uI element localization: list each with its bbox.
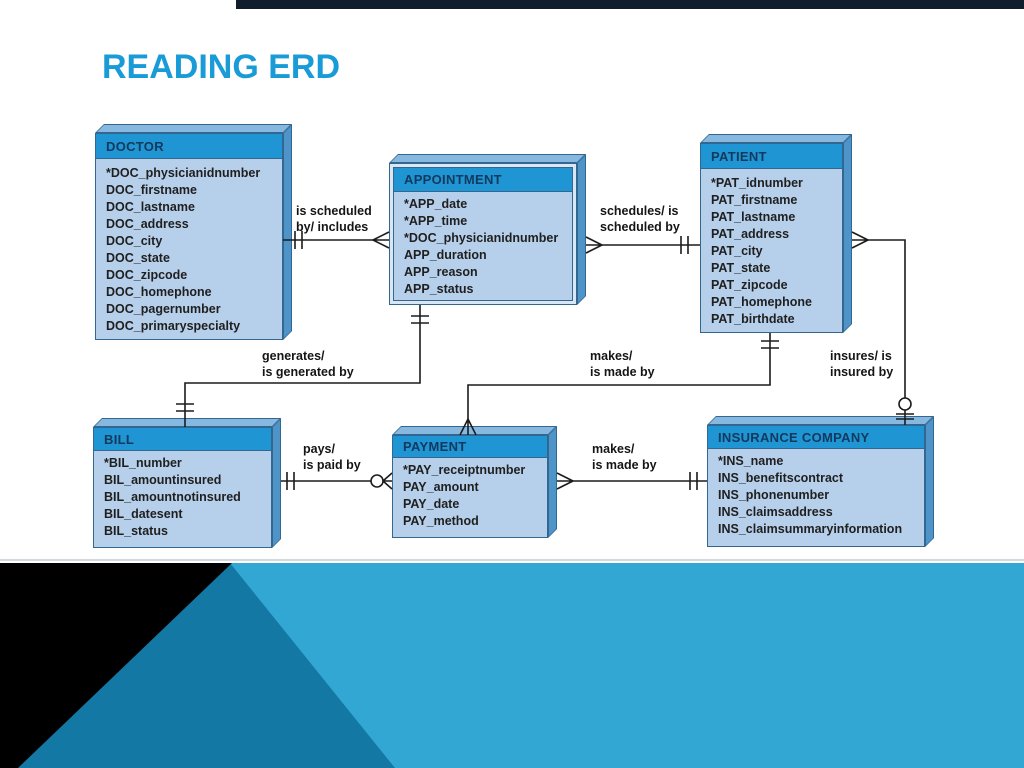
attribute: *DOC_physicianidnumber: [404, 231, 559, 245]
attribute: *INS_name: [718, 454, 784, 468]
box-3d-top: [707, 416, 934, 425]
relationship-label-appointment-bill: generates/ is generated by: [262, 349, 354, 379]
attribute: PAT_homephone: [711, 295, 812, 309]
entity-header: PAYMENT: [393, 436, 547, 458]
attribute: DOC_homephone: [106, 285, 212, 299]
crows-foot-icon: [372, 231, 390, 249]
attribute: BIL_amountinsured: [104, 473, 222, 487]
mandatory-one-icon: [689, 472, 698, 490]
attribute: BIL_datesent: [104, 507, 183, 521]
attribute: BIL_status: [104, 524, 168, 538]
attribute: DOC_firstname: [106, 183, 197, 197]
attribute: DOC_city: [106, 234, 163, 248]
attribute-list: *APP_date *APP_time *DOC_physicianidnumber…: [394, 192, 572, 298]
box-3d-top: [392, 426, 557, 435]
relationship-label-appointment-patient: schedules/ is scheduled by: [600, 204, 680, 234]
attribute: PAY_date: [403, 497, 460, 511]
page-title: READING ERD: [102, 48, 341, 86]
entity-header: APPOINTMENT: [394, 168, 572, 192]
mandatory-one-icon: [411, 315, 429, 324]
separator-line: [0, 559, 1024, 561]
entity-header: INSURANCE COMPANY: [708, 426, 924, 449]
top-accent-bar: [236, 0, 1024, 9]
entity-header: DOCTOR: [96, 134, 282, 159]
attribute: PAT_zipcode: [711, 278, 788, 292]
relationship-label-doctor-appointment: is scheduled by/ includes: [296, 204, 372, 234]
box-3d-right: [272, 418, 281, 548]
entity-appointment: APPOINTMENT *APP_date *APP_time *DOC_physi…: [389, 154, 586, 305]
box-3d-right: [577, 154, 586, 305]
crows-foot-icon: [851, 231, 869, 249]
box-3d-top: [95, 124, 292, 133]
box-3d-right: [925, 416, 934, 547]
box-3d-top: [700, 134, 852, 143]
attribute: APP_reason: [404, 265, 478, 279]
black-triangle: [0, 563, 232, 768]
optional-many-icon: [370, 472, 393, 490]
relationship-label-patient-insurance: insures/ is insured by: [830, 349, 894, 379]
attribute: PAT_lastname: [711, 210, 796, 224]
entity-header: BILL: [94, 428, 271, 451]
box-3d-right: [548, 426, 557, 538]
attribute: APP_duration: [404, 248, 487, 262]
attribute: PAT_state: [711, 261, 771, 275]
relationship-label-payment-insurance: makes/ is made by: [592, 442, 657, 472]
attribute: DOC_address: [106, 217, 189, 231]
box-3d-top: [389, 154, 586, 163]
relationship-label-bill-payment: pays/ is paid by: [303, 442, 361, 472]
attribute: *PAY_receiptnumber: [403, 463, 526, 477]
mandatory-one-icon: [176, 403, 194, 412]
attribute: DOC_pagernumber: [106, 302, 221, 316]
crows-foot-icon: [556, 472, 574, 490]
entity-header: PATIENT: [701, 144, 842, 169]
attribute: DOC_primaryspecialty: [106, 319, 241, 333]
attribute: DOC_zipcode: [106, 268, 188, 282]
attribute: PAT_firstname: [711, 193, 798, 207]
attribute: *DOC_physicianidnumber: [106, 166, 261, 180]
attribute: INS_benefitscontract: [718, 471, 844, 485]
attribute: *APP_time: [404, 214, 468, 228]
attribute: PAY_method: [403, 514, 479, 528]
attribute: APP_status: [404, 282, 474, 296]
box-3d-right: [283, 124, 292, 340]
bottom-decoration: [0, 559, 1024, 768]
attribute: *APP_date: [404, 197, 468, 211]
attribute: *PAT_idnumber: [711, 176, 803, 190]
attribute: *BIL_number: [104, 456, 182, 470]
mandatory-one-icon: [761, 340, 779, 349]
mandatory-one-icon: [680, 236, 689, 254]
attribute: PAT_birthdate: [711, 312, 795, 326]
relationship-label-patient-payment: makes/ is made by: [590, 349, 655, 379]
dark-blue-triangle: [18, 563, 395, 768]
attribute: PAY_amount: [403, 480, 479, 494]
attribute: INS_claimsummaryinformation: [718, 522, 903, 536]
box-3d-right: [843, 134, 852, 333]
attribute: BIL_amountnotinsured: [104, 490, 241, 504]
mandatory-one-icon: [286, 472, 295, 490]
attribute: INS_claimsaddress: [718, 505, 833, 519]
attribute: PAT_city: [711, 244, 763, 258]
box-3d-top: [93, 418, 281, 427]
attribute: PAT_address: [711, 227, 790, 241]
attribute: INS_phonenumber: [718, 488, 830, 502]
attribute: DOC_lastname: [106, 200, 195, 214]
attribute: DOC_state: [106, 251, 170, 265]
crows-foot-icon: [585, 236, 603, 254]
